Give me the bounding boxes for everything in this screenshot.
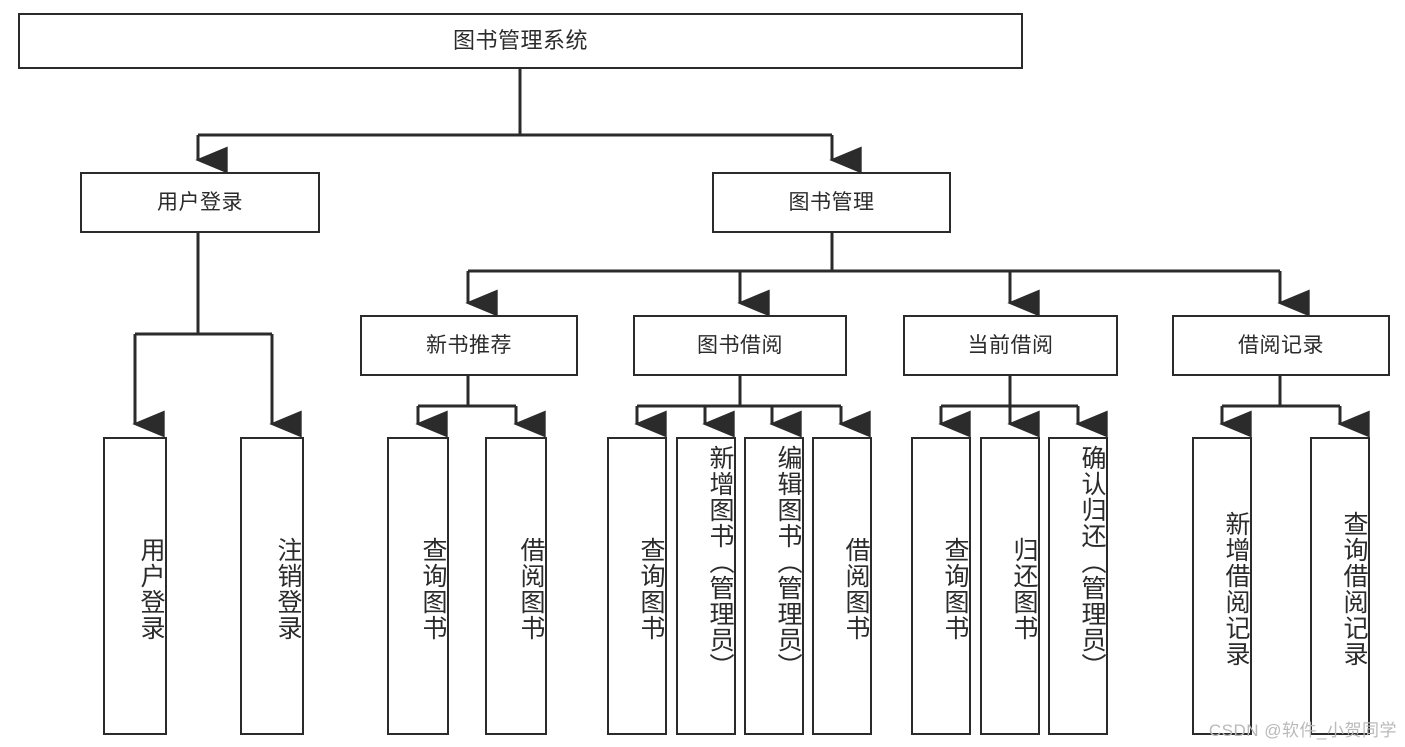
- node-leaf-user-login[interactable]: 用户登录: [103, 437, 167, 735]
- node-leaf-query-book-recommend[interactable]: 查询图书: [387, 437, 449, 735]
- node-book-management[interactable]: 图书管理: [712, 172, 951, 233]
- node-current-borrow[interactable]: 当前借阅: [903, 315, 1118, 376]
- node-label: 查询图书: [419, 537, 447, 641]
- node-leaf-return-book[interactable]: 归还图书: [980, 437, 1040, 735]
- node-root-book-management-system[interactable]: 图书管理系统: [18, 13, 1023, 69]
- node-label: 编辑图书（管理员）: [774, 445, 802, 679]
- node-label: 注销登录: [274, 537, 302, 641]
- node-leaf-query-book-current[interactable]: 查询图书: [911, 437, 971, 735]
- node-label: 查询图书: [941, 537, 969, 641]
- node-label: 当前借阅: [967, 333, 1054, 357]
- node-leaf-borrow-book[interactable]: 借阅图书: [812, 437, 872, 735]
- node-label: 借阅记录: [1238, 333, 1324, 357]
- node-leaf-logout[interactable]: 注销登录: [240, 437, 304, 735]
- node-borrow-record[interactable]: 借阅记录: [1172, 315, 1390, 376]
- node-label: 新书推荐: [426, 333, 512, 357]
- node-leaf-add-borrow-record[interactable]: 新增借阅记录: [1192, 437, 1252, 735]
- node-book-borrow[interactable]: 图书借阅: [633, 315, 847, 376]
- node-label: 图书管理系统: [452, 27, 588, 53]
- node-label: 图书管理: [788, 190, 875, 214]
- node-leaf-confirm-return-admin[interactable]: 确认归还（管理员）: [1048, 437, 1108, 735]
- node-leaf-borrow-book-recommend[interactable]: 借阅图书: [485, 437, 547, 735]
- node-new-book-recommend[interactable]: 新书推荐: [360, 315, 578, 376]
- node-label: 查询图书: [637, 537, 665, 641]
- node-label: 借阅图书: [842, 537, 870, 641]
- node-leaf-edit-book-admin[interactable]: 编辑图书（管理员）: [744, 437, 804, 735]
- node-leaf-add-book-admin[interactable]: 新增图书（管理员）: [676, 437, 736, 735]
- node-label: 归还图书: [1010, 537, 1038, 641]
- node-label: 借阅图书: [517, 537, 545, 641]
- node-leaf-query-book-borrow[interactable]: 查询图书: [607, 437, 667, 735]
- node-label: 用户登录: [157, 190, 243, 214]
- node-label: 确认归还（管理员）: [1078, 445, 1106, 679]
- node-user-login[interactable]: 用户登录: [80, 172, 320, 233]
- node-label: 查询借阅记录: [1340, 511, 1368, 667]
- node-label: 新增图书（管理员）: [706, 445, 734, 679]
- node-label: 用户登录: [137, 537, 165, 641]
- csdn-watermark: CSDN @软件_小贺同学: [1208, 721, 1397, 740]
- node-leaf-query-borrow-record[interactable]: 查询借阅记录: [1310, 437, 1370, 735]
- node-label: 新增借阅记录: [1222, 511, 1250, 667]
- node-label: 图书借阅: [697, 333, 783, 357]
